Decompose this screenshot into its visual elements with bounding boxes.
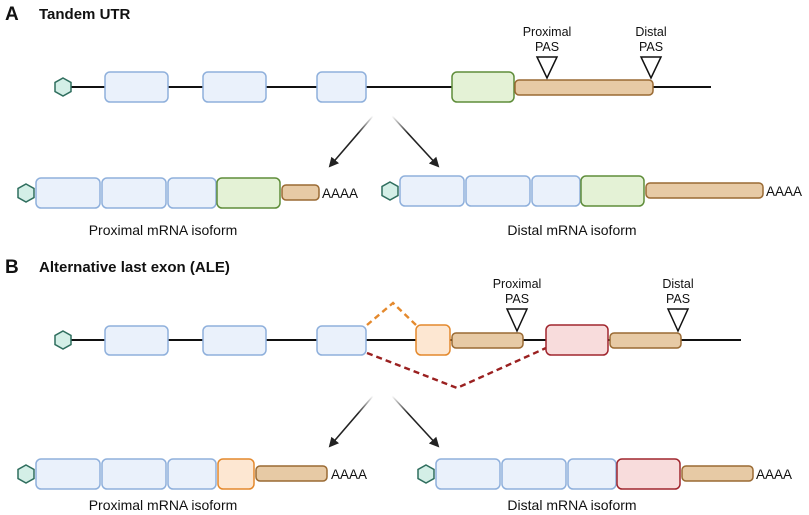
panel-title-b: Alternative last exon (ALE) bbox=[39, 259, 230, 276]
pas-distal-triangle bbox=[639, 56, 663, 80]
utr-region bbox=[281, 184, 320, 201]
utr-region bbox=[681, 465, 754, 482]
pas-proximal-label-line2: PAS bbox=[505, 292, 529, 306]
coding-exon bbox=[465, 175, 531, 207]
ale-exon-orange bbox=[217, 458, 255, 490]
cap-icon bbox=[54, 77, 72, 97]
pas-distal-label-line2: PAS bbox=[666, 292, 690, 306]
panel-title-a: Tandem UTR bbox=[39, 6, 131, 23]
coding-exon bbox=[567, 458, 617, 490]
isoform-proximal-label-a: Proximal mRNA isoform bbox=[89, 222, 238, 238]
last-exon-green bbox=[451, 71, 515, 103]
polya-tail: AAAA bbox=[756, 467, 792, 482]
coding-exon bbox=[167, 458, 217, 490]
polya-tail: AAAA bbox=[331, 467, 367, 482]
utr-region bbox=[645, 182, 764, 199]
pas-proximal-triangle bbox=[535, 56, 559, 80]
splice-path-distal bbox=[366, 346, 547, 390]
coding-exon bbox=[101, 458, 167, 490]
coding-exon bbox=[531, 175, 581, 207]
panel-letter-b: B bbox=[5, 257, 19, 278]
polya-tail: AAAA bbox=[766, 184, 802, 199]
panel-b: B Alternative last exon (ALE) Proximal P… bbox=[5, 257, 792, 513]
ale-exon-red bbox=[616, 458, 681, 490]
coding-exon bbox=[316, 71, 367, 103]
pas-proximal-label-line2: PAS bbox=[535, 40, 559, 54]
cap-icon bbox=[381, 181, 399, 201]
coding-exon bbox=[202, 325, 267, 356]
arrow-left-a bbox=[328, 115, 374, 168]
pas-distal-label-line2: PAS bbox=[639, 40, 663, 54]
pas-distal-label-line1: Distal bbox=[662, 277, 693, 291]
coding-exon bbox=[202, 71, 267, 103]
panel-letter-a: A bbox=[5, 4, 19, 25]
isoform-distal-b: AAAA bbox=[417, 458, 792, 490]
coding-exon bbox=[104, 325, 169, 356]
isoform-proximal-a: AAAA bbox=[17, 177, 358, 209]
polya-tail: AAAA bbox=[322, 186, 358, 201]
utr-region bbox=[514, 79, 654, 96]
utr-region bbox=[451, 332, 524, 349]
pas-proximal-triangle bbox=[505, 308, 529, 333]
ale-exon-orange bbox=[415, 324, 451, 356]
isoform-distal-label-a: Distal mRNA isoform bbox=[507, 222, 636, 238]
splice-path-proximal bbox=[366, 301, 417, 326]
panel-a: A Tandem UTR Proximal PAS Distal PAS AAA… bbox=[5, 4, 802, 238]
coding-exon bbox=[316, 325, 367, 356]
pas-distal-triangle bbox=[666, 308, 690, 333]
coding-exon bbox=[435, 458, 501, 490]
coding-exon bbox=[35, 177, 101, 209]
isoform-proximal-b: AAAA bbox=[17, 458, 367, 490]
cap-icon bbox=[17, 183, 35, 203]
coding-exon bbox=[501, 458, 567, 490]
arrow-left-b bbox=[328, 395, 374, 448]
arrow-right-a bbox=[391, 115, 440, 168]
ale-exon-red bbox=[545, 324, 609, 356]
cap-icon bbox=[17, 464, 35, 484]
pas-proximal-label-line1: Proximal bbox=[523, 25, 572, 39]
isoform-distal-label-b: Distal mRNA isoform bbox=[507, 497, 636, 513]
pas-proximal-label-line1: Proximal bbox=[493, 277, 542, 291]
coding-exon bbox=[167, 177, 217, 209]
last-exon-green bbox=[216, 177, 281, 209]
cap-icon bbox=[54, 330, 72, 350]
coding-exon bbox=[35, 458, 101, 490]
utr-region bbox=[255, 465, 328, 482]
pas-distal-label-line1: Distal bbox=[635, 25, 666, 39]
last-exon-green bbox=[580, 175, 645, 207]
coding-exon bbox=[104, 71, 169, 103]
coding-exon bbox=[399, 175, 465, 207]
isoform-distal-a: AAAA bbox=[381, 175, 802, 207]
utr-region bbox=[609, 332, 682, 349]
isoform-proximal-label-b: Proximal mRNA isoform bbox=[89, 497, 238, 513]
arrow-right-b bbox=[391, 395, 440, 448]
coding-exon bbox=[101, 177, 167, 209]
cap-icon bbox=[417, 464, 435, 484]
